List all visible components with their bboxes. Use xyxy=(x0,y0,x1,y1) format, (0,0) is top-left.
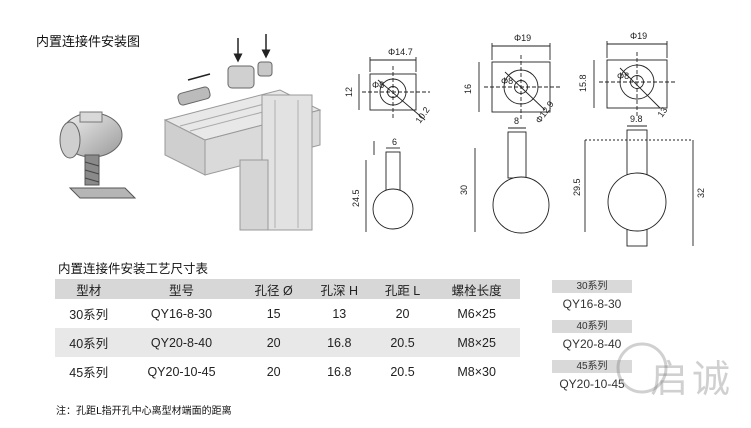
table-row: 40系列 QY20-8-40 20 16.8 20.5 M8×25 xyxy=(55,328,520,357)
dim-d1-width: Φ14.7 xyxy=(388,47,413,57)
dim-d3-height: 15.8 xyxy=(578,74,588,92)
col-hole-distance: 孔距 L xyxy=(371,279,434,299)
dim-d1-height: 12 xyxy=(344,87,354,97)
cell: QY20-8-40 xyxy=(122,328,241,357)
cell: 20.5 xyxy=(371,328,434,357)
cell: 20 xyxy=(266,364,281,379)
cell: 20.5 xyxy=(390,364,415,379)
watermark: 启诚 xyxy=(650,357,735,401)
cell: 13 xyxy=(332,306,347,321)
series-model: QY20-10-45 xyxy=(559,377,625,391)
dim-d3-total: 32 xyxy=(696,188,706,198)
dim-d3-hole: Φ8 xyxy=(617,71,629,81)
cell: 30系列 xyxy=(69,308,109,322)
connector-photo xyxy=(59,111,137,199)
cell: 20 xyxy=(395,306,410,321)
cell: 16.8 xyxy=(327,364,352,379)
dim-d2-hole: Φ8 xyxy=(501,76,513,86)
table-row: 45系列 QY20-10-45 20 16.8 20.5 M8×30 xyxy=(55,357,520,386)
footnote: 注：孔距L指开孔中心离型材端面的距离 xyxy=(56,406,232,417)
dim-d1-depth: 24.5 xyxy=(351,189,361,207)
series-model: QY20-8-40 xyxy=(562,337,622,351)
dim-d3-width: Φ19 xyxy=(630,31,647,41)
col-model: 型号 xyxy=(122,279,241,299)
dim-d3-depth: 29.5 xyxy=(572,178,582,196)
profile-assembly-illustration xyxy=(163,34,322,231)
dim-d2-width: Φ19 xyxy=(514,33,531,43)
dim-d2-stem: 8 xyxy=(514,116,519,126)
technical-drawings: Φ14.7 12 Φ8 10.2 6 24.5 Φ19 16 Φ8 Φ12.9 … xyxy=(59,31,706,247)
cell: 15 xyxy=(266,306,281,321)
watermark-logo-icon xyxy=(616,342,668,394)
dim-d1-hole: Φ8 xyxy=(372,80,384,90)
drawing-30-series xyxy=(358,57,430,232)
cell: QY16-8-30 xyxy=(150,306,213,321)
dim-d3-diag: 13 xyxy=(655,105,669,119)
cell: M8×30 xyxy=(457,364,496,379)
series-model-list: 30系列 QY16-8-30 40系列 QY20-8-40 45系列 QY20-… xyxy=(552,280,632,395)
cell: 45系列 xyxy=(69,366,109,380)
drawing-45-series xyxy=(584,41,694,247)
table-title: 内置连接件安装工艺尺寸表 xyxy=(58,261,209,276)
page-title: 内置连接件安装图 xyxy=(36,35,141,50)
col-hole-diameter: 孔径 Ø xyxy=(240,279,307,299)
col-profile: 型材 xyxy=(55,279,123,299)
table-header-row: 型材 型号 孔径 Ø 孔深 H 孔距 L 螺栓长度 xyxy=(55,279,520,299)
col-bolt-length: 螺栓长度 xyxy=(433,279,520,299)
drawing-40-series xyxy=(474,43,560,234)
table-row: 30系列 QY16-8-30 15 13 20 M6×25 xyxy=(55,299,520,328)
dim-d3-stem: 9.8 xyxy=(630,114,643,124)
cell: 16.8 xyxy=(306,328,372,357)
dim-d2-height: 16 xyxy=(463,84,473,94)
dim-d2-depth: 30 xyxy=(459,185,469,195)
series-label: 30系列 xyxy=(552,280,632,293)
cell: M8×25 xyxy=(433,328,520,357)
series-label: 40系列 xyxy=(552,320,632,333)
cell: QY20-10-45 xyxy=(147,364,216,379)
col-hole-depth: 孔深 H xyxy=(306,279,372,299)
cell: 40系列 xyxy=(55,328,123,357)
series-label: 45系列 xyxy=(552,360,632,373)
dim-d1-stem: 6 xyxy=(392,137,397,147)
spec-table: 型材 型号 孔径 Ø 孔深 H 孔距 L 螺栓长度 30系列 QY16-8-30… xyxy=(55,279,520,386)
series-model: QY16-8-30 xyxy=(562,297,622,311)
cell: M6×25 xyxy=(457,306,496,321)
cell: 20 xyxy=(240,328,307,357)
